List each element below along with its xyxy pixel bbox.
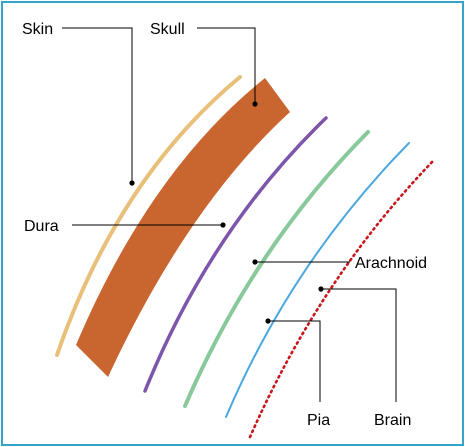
skull-marker-dot [252,101,257,106]
skull-label: Skull [150,21,185,38]
pia-label: Pia [307,412,330,429]
dura-label: Dura [24,218,59,235]
skin-marker-dot [129,180,134,185]
skin-label: Skin [22,21,53,38]
arachnoid-label: Arachnoid [355,255,427,272]
arachnoid-marker-dot [252,259,257,264]
brain-label: Brain [374,412,411,429]
brain-marker-dot [318,286,323,291]
pia-marker-dot [265,318,270,323]
dura-marker-dot [220,222,225,227]
